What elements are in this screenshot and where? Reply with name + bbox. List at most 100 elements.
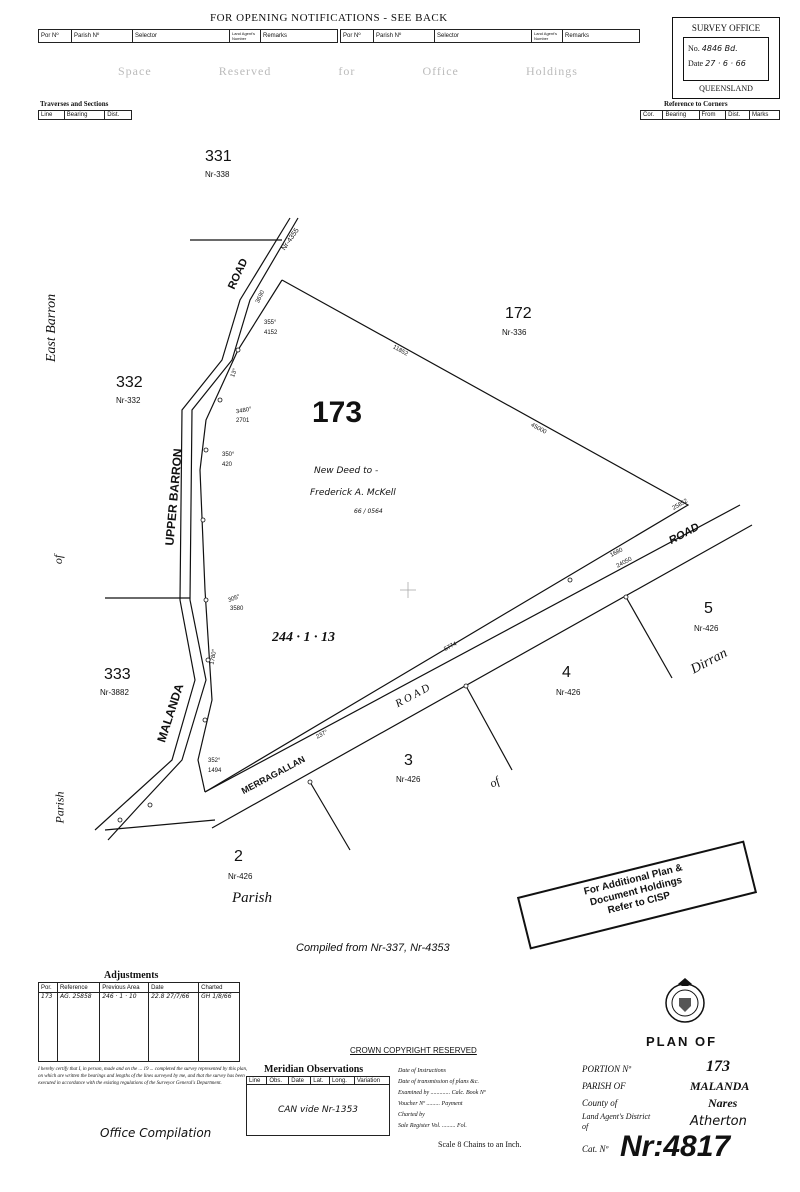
adj-col: Date [148, 982, 200, 993]
adj-cell: GH 1/8/66 [198, 992, 240, 1062]
stamp-date-label: Date [688, 59, 704, 68]
admin-fields: Date of Instructions Date of transmissio… [398, 1066, 578, 1132]
header-table-left: Por Nº Parish Nº Selector Land Agent's N… [38, 29, 338, 43]
stamp-no-value: 4846 Bd. [701, 44, 738, 53]
road-merragallan-south [211, 524, 753, 829]
boundary-2-3 [309, 781, 351, 851]
bearing-label: 4152 [264, 330, 278, 336]
survey-mark [200, 517, 206, 523]
office-compilation: Office Compilation [100, 1126, 212, 1140]
corners-col: Marks [749, 110, 780, 120]
survey-office-title: SURVEY OFFICE [691, 23, 761, 33]
meridian-col: Long. [328, 1076, 355, 1085]
stamp-no-label: No. [688, 44, 700, 53]
admin-line: Date of transmission of plans &c. [398, 1079, 480, 1085]
header-title: FOR OPENING NOTIFICATIONS - SEE BACK [210, 12, 448, 24]
plan-portion-value: 173 [706, 1058, 730, 1075]
adj-cell: 173 [38, 992, 58, 1062]
bearing-label: 355° [264, 320, 277, 326]
deed-note-2: Frederick A. McKell [310, 488, 396, 498]
traverses-title: Traverses and Sections [40, 100, 109, 108]
scale-note: Scale 8 Chains to an Inch. [438, 1140, 522, 1149]
corners-title: Reference to Corners [664, 100, 728, 108]
bearing-label: 420 [222, 462, 233, 468]
survey-mark [463, 683, 469, 689]
survey-mark [567, 577, 573, 583]
lot-331-ref: Nr-338 [205, 170, 230, 179]
survey-office-state: QUEENSLAND [699, 84, 753, 93]
admin-line: Charted by [398, 1112, 425, 1118]
bearing-label: 2701 [236, 418, 250, 424]
meridian-col: Obs. [266, 1076, 290, 1085]
lot-172-ref: Nr-336 [502, 328, 527, 337]
meridian-col: Date [288, 1076, 312, 1085]
faint-word: for [338, 64, 356, 78]
bearing-label: 1494 [208, 768, 222, 774]
lot-2: 2 [234, 848, 243, 865]
lot-331: 331 [205, 148, 232, 165]
lot-3-ref: Nr-426 [396, 775, 421, 784]
lot-333: 333 [104, 666, 131, 683]
lot-333-ref: Nr-3882 [100, 688, 129, 697]
header-col: Por Nº [38, 29, 72, 43]
meridian-col: Line [245, 1076, 268, 1085]
place-parish-bottom: Parish [232, 890, 273, 906]
adj-col: Previous Area [99, 982, 150, 993]
plan-cat-value: Nr:4817 [620, 1130, 731, 1163]
admin-line: Date of Instructions [398, 1068, 446, 1074]
plan-county-label: County of [582, 1098, 618, 1108]
survey-mark [623, 594, 629, 600]
lot-3: 3 [404, 752, 413, 769]
meridian-entry: CAN vide Nr-1353 [246, 1084, 390, 1136]
road-merragallan-north [204, 504, 741, 793]
adj-col: Reference [56, 982, 101, 993]
survey-mark [203, 597, 209, 603]
lot-5: 5 [704, 600, 713, 617]
header-col: Land Agent's Number [531, 29, 563, 43]
corners-col: Bearing [662, 110, 700, 120]
corners-col: Cor. [639, 110, 664, 120]
adj-cell: AG. 25858 [56, 992, 101, 1062]
survey-office-inner: No. 4846 Bd. Date 27 · 6 · 66 [683, 37, 769, 81]
adj-cell: 246 · 1 · 10 [99, 992, 150, 1062]
plan-parish-value: MALANDA [690, 1079, 750, 1093]
boundary-3-4 [465, 685, 513, 771]
admin-line: Sale Register Vol. ......... Fol. [398, 1123, 467, 1129]
bearing-label: 352° [208, 758, 221, 764]
meridian-col: Variation [353, 1076, 391, 1085]
lot-4-ref: Nr-426 [556, 688, 581, 697]
plan-district-label: Land Agent's District of [582, 1112, 651, 1131]
plan-county-value: Nares [708, 1096, 738, 1110]
portion-173-boundary [204, 279, 690, 793]
survey-mark [307, 779, 313, 785]
faint-holdings-text: Space Reserved for Office Holdings [118, 64, 578, 79]
lot-5-ref: Nr-426 [694, 624, 719, 633]
portion-173-west [197, 279, 283, 793]
survey-mark [203, 447, 209, 453]
survey-office-stamp: SURVEY OFFICE No. 4846 Bd. Date 27 · 6 ·… [672, 17, 780, 99]
survey-mark [235, 347, 241, 353]
place-parish-left: Parish [52, 791, 67, 824]
deed-note-ref: 66 / 0564 [354, 508, 383, 515]
corners-table: Cor. Bearing From Dist. Marks [639, 110, 780, 120]
faint-word: Office [422, 64, 459, 78]
adjustments-title: Adjustments [104, 970, 159, 981]
compiled-from: Compiled from Nr-337, Nr-4353 [296, 942, 450, 954]
plan-district-value: Atherton [690, 1114, 747, 1129]
faint-word: Space [118, 64, 152, 78]
lot-2-ref: Nr-426 [228, 872, 253, 881]
plan-parish-label: PARISH OF [582, 1081, 626, 1091]
copyright-notice: CROWN COPYRIGHT RESERVED [350, 1046, 477, 1055]
portion-area: 244 · 1 · 13 [272, 630, 335, 645]
boundary-4-5 [625, 596, 673, 679]
portion-173-label: 173 [312, 396, 363, 429]
survey-mark [202, 717, 208, 723]
survey-mark [117, 817, 123, 823]
adjustments-table: Por. Reference Previous Area Date Charte… [38, 982, 240, 1062]
adj-cell: 22.8 27/7/66 [148, 992, 200, 1062]
meridian-title: Meridian Observations [264, 1064, 364, 1075]
adj-col: Por. [38, 982, 58, 993]
meridian-col: Lat. [310, 1076, 330, 1085]
adj-col: Charted [198, 982, 240, 993]
